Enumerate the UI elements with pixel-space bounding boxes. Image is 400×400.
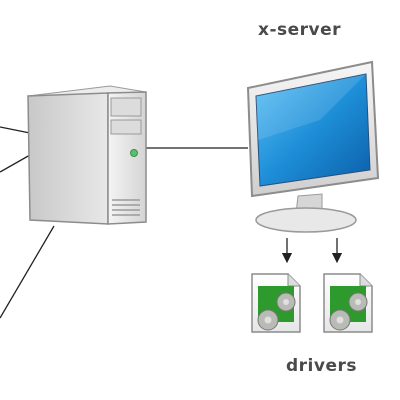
driver-package-icon [323,273,373,333]
power-led-icon [130,149,138,157]
link-line-1 [0,126,31,134]
driver-package-icon [251,273,301,333]
drivers-label: drivers [286,356,357,376]
link-line-3 [0,225,55,319]
link-line-2 [0,154,31,173]
server-tower-icon [27,85,147,225]
xserver-label: x-server [258,20,342,40]
monitor-icon [246,60,380,233]
